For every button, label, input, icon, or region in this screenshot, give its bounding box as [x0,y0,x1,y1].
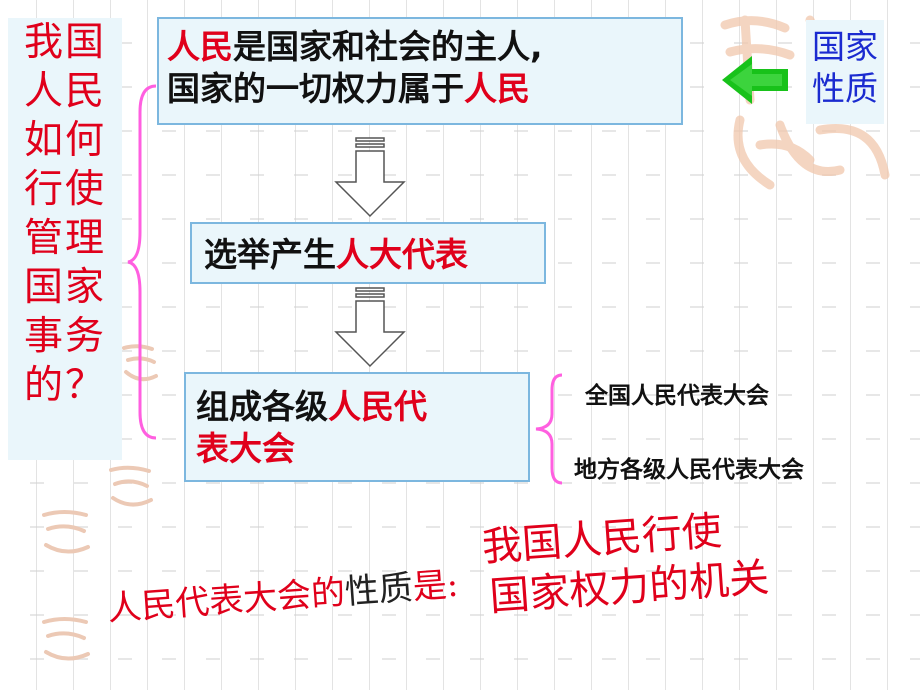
local-congress-label: 地方各级人民代表大会 [574,457,804,483]
deputies-text: 人大代表 [336,235,468,274]
conclusion-part3: 是: [411,564,460,608]
people-text: 人民 [464,69,530,108]
owner-text: 是国家和社会的主人, [233,27,543,66]
power-text: 国家的一切权力属于 [167,69,464,108]
form-text: 组成各级 [196,387,328,426]
question-line: 我国 [23,20,106,65]
green-arrow-left-icon [722,56,788,104]
seal-stamp-small-4 [42,617,90,661]
right-brace [535,373,563,485]
question-line: 的？ [23,363,106,408]
left-brace [127,84,157,440]
people-sovereignty-box: 人民是国家和社会的主人, 国家的一切权力属于人民 [157,17,683,125]
down-arrow-icon [334,287,406,368]
state-nature-line: 性质 [812,69,878,108]
state-nature-label: 国家 性质 [806,20,884,124]
elect-text: 选举产生 [204,235,336,274]
question-line: 管理 [23,216,106,261]
elect-deputies-box: 选举产生人大代表 [190,222,546,284]
seal-stamp-small-3 [42,510,90,554]
question-line: 国家 [23,265,106,310]
seal-stamp-small-2 [109,465,153,507]
question-line: 人民 [23,69,106,114]
question-line: 如何 [23,118,106,163]
congress-box: 组成各级人民代 表大会 [184,372,530,482]
people-text: 人民 [167,27,233,66]
conclusion-part2: 性质 [343,567,415,613]
question-line: 行使 [23,167,106,212]
state-nature-line: 国家 [812,27,878,66]
congress-text: 人民代 [328,387,427,426]
question-line: 事务 [23,314,106,359]
question-box: 我国 人民 如何 行使 管理 国家 事务 的？ [8,18,122,460]
national-congress-label: 全国人民代表大会 [585,383,769,409]
congress-text: 表大会 [196,429,295,468]
down-arrow-icon [334,137,406,218]
